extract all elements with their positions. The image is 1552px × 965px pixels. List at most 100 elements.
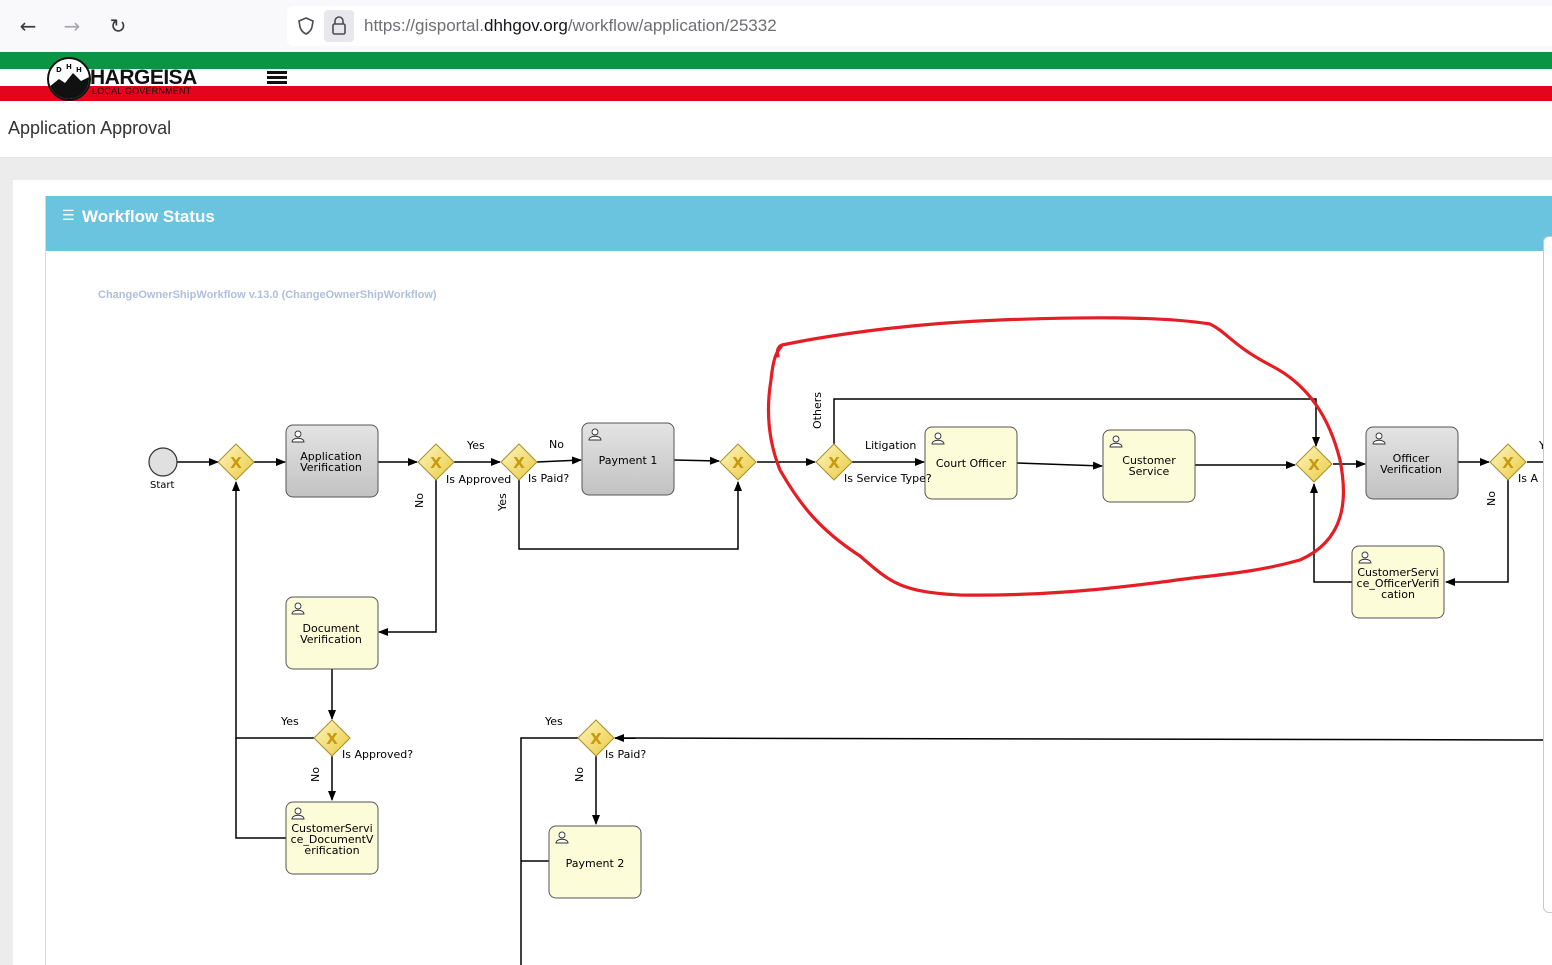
- task-customerservice-documentverification[interactable]: CustomerServi ce_DocumentV erification: [285, 801, 379, 875]
- start-event[interactable]: [148, 447, 178, 477]
- gateway-x-marker: X: [513, 454, 525, 472]
- logo-name: HARGEISA: [90, 66, 197, 89]
- task-label: Service: [1129, 465, 1170, 478]
- task-payment-1[interactable]: Payment 1: [581, 422, 675, 496]
- task-label: ce_OfficerVerifi: [1357, 577, 1440, 590]
- task-label: Court Officer: [936, 457, 1007, 470]
- back-arrow-icon[interactable]: ←: [19, 14, 37, 38]
- header-white-band: [0, 69, 1552, 86]
- label-is-paid-1: Is Paid?: [528, 472, 569, 485]
- gateway-x-marker: X: [590, 730, 602, 748]
- forward-arrow-icon[interactable]: →: [63, 14, 81, 38]
- panel-header: ☰ Workflow Status: [46, 196, 1552, 251]
- task-label: erification: [304, 844, 359, 857]
- flow-court-to-customer: [1016, 461, 1103, 470]
- label-no: No: [549, 438, 564, 451]
- url-text[interactable]: https://gisportal.dhhgov.org/workflow/ap…: [364, 16, 777, 36]
- url-prefix: https://gisportal.: [364, 16, 485, 35]
- gateway-is-paid-1[interactable]: [500, 443, 538, 481]
- label-yes: Yes: [466, 439, 485, 452]
- task-label: Verification: [300, 461, 362, 474]
- label-no: No: [413, 493, 426, 508]
- gateway-merge-1[interactable]: [217, 443, 255, 481]
- gateway-markers: X X X X X X X X X: [230, 454, 1514, 748]
- gateway-is-service-type[interactable]: [815, 443, 853, 481]
- gateway-merge-2[interactable]: [719, 443, 757, 481]
- page-title: Application Approval: [8, 118, 172, 138]
- label-no: No: [309, 767, 322, 782]
- flow-gw3-yes: [518, 480, 742, 550]
- shield-icon[interactable]: [296, 16, 316, 36]
- hamburger-menu-icon[interactable]: [267, 71, 287, 85]
- logo-emblem[interactable]: D H H: [47, 57, 91, 101]
- task-label: Officer: [1393, 452, 1430, 465]
- label-is-approved-1: Is Approved: [446, 473, 511, 486]
- gateway-x-marker: X: [430, 454, 442, 472]
- gateway-is-approved-2[interactable]: [313, 719, 351, 757]
- gateway-is-paid-2[interactable]: [577, 719, 615, 757]
- url-path: /workflow/application/25332: [567, 16, 777, 35]
- label-no: No: [1485, 491, 1498, 506]
- flow-gw9-yes: [520, 737, 578, 965]
- header-red-band: [0, 86, 1552, 101]
- label-is-approved-right: Is A: [1518, 472, 1538, 485]
- browser-toolbar: ← → ↻ https://gisportal.dhhgov.org/workf…: [0, 0, 1552, 52]
- label-is-service-type: Is Service Type?: [844, 472, 932, 485]
- gateway-is-approved-right[interactable]: [1489, 443, 1527, 481]
- task-label: Document: [303, 622, 361, 635]
- label-yes: Yes: [544, 715, 563, 728]
- label-yes: Yes: [280, 715, 299, 728]
- gateway-is-approved-1[interactable]: [417, 443, 455, 481]
- site-header: D H H HARGEISA LOCAL GOVERNMENT: [0, 52, 1552, 102]
- task-label: Application: [300, 450, 361, 463]
- gateway-x-marker: X: [732, 454, 744, 472]
- list-icon: ☰: [62, 208, 75, 224]
- page-title-bar: Application Approval: [0, 103, 1552, 158]
- flow-csdoc-to-gw1: [235, 738, 286, 839]
- label-yes-cut: Y: [1538, 439, 1546, 452]
- task-label: CustomerServi: [291, 822, 372, 835]
- gateway-labels: Is Approved Is Paid? Is Service Type? Is…: [342, 472, 1538, 761]
- header-green-band: [0, 52, 1552, 69]
- flow-gw3-no: [536, 456, 582, 465]
- task-label: Payment 1: [599, 454, 658, 467]
- task-payment-2[interactable]: Payment 2: [548, 825, 642, 899]
- task-application-verification[interactable]: Application Verification: [285, 424, 379, 498]
- task-label: Customer: [1122, 454, 1176, 467]
- flow-others: [833, 398, 1320, 447]
- task-customerservice-officerverification[interactable]: CustomerServi ce_OfficerVerifi cation: [1351, 545, 1445, 619]
- red-circle-annotation: [766, 316, 1346, 597]
- task-document-verification[interactable]: Document Verification: [285, 596, 379, 670]
- logo-letter-h1: H: [66, 63, 72, 71]
- task-label: Verification: [1380, 463, 1442, 476]
- gateway-x-marker: X: [1308, 456, 1320, 474]
- flow-payment1-to-gw4: [673, 456, 720, 465]
- gateway-x-marker: X: [1502, 454, 1514, 472]
- logo-subtitle: LOCAL GOVERNMENT: [92, 86, 192, 96]
- start-label: Start: [150, 480, 175, 491]
- task-court-officer[interactable]: Court Officer: [924, 426, 1018, 500]
- label-litigation: Litigation: [865, 439, 916, 452]
- gateway-x-marker: X: [326, 730, 338, 748]
- label-is-paid-2: Is Paid?: [605, 748, 646, 761]
- flow-csofficer-to-gw6: [1310, 483, 1352, 583]
- flow-labels: Yes No Litigation Y Yes Yes No Yes Other…: [280, 392, 1546, 782]
- gateway-merge-3[interactable]: [1295, 445, 1333, 483]
- logo-letter-d: D: [56, 66, 62, 74]
- task-officer-verification[interactable]: Officer Verification: [1365, 426, 1459, 500]
- gateways: [217, 443, 1527, 757]
- address-bar[interactable]: https://gisportal.dhhgov.org/workflow/ap…: [287, 6, 1552, 46]
- label-is-approved-2: Is Approved?: [342, 748, 413, 761]
- task-label: cation: [1381, 588, 1415, 601]
- lock-icon[interactable]: [324, 10, 354, 42]
- logo-letter-h2: H: [76, 66, 82, 74]
- task-label: Payment 2: [566, 857, 625, 870]
- side-panel-edge: [1543, 236, 1552, 913]
- flow-gw7-no: [1445, 480, 1509, 586]
- reload-icon[interactable]: ↻: [109, 14, 127, 38]
- url-domain: dhhgov.org: [484, 16, 568, 35]
- gateway-x-marker: X: [828, 454, 840, 472]
- task-customer-service[interactable]: Customer Service: [1102, 429, 1196, 503]
- flow-gw2-no: [378, 480, 437, 636]
